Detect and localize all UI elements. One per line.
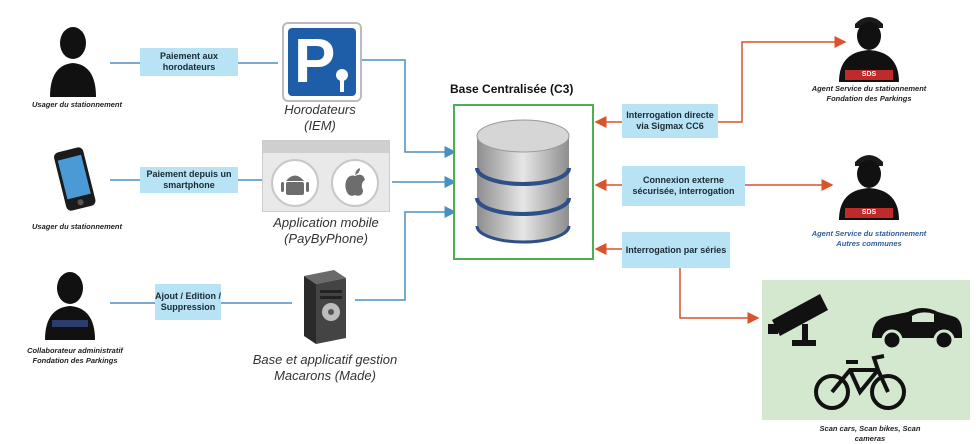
bike-icon: [814, 354, 906, 410]
car-icon: [872, 308, 962, 351]
central-db-box: [453, 104, 594, 260]
apple-icon: [331, 159, 379, 207]
agent2-caption: Agent Service du stationnement Autres co…: [811, 229, 927, 248]
admin-silhouette-icon: [45, 272, 95, 340]
agent2-badge: SDS: [861, 209, 877, 216]
agent1-badge: SDS: [861, 71, 877, 78]
agent2-silhouette-icon: [839, 155, 899, 220]
android-icon: [271, 159, 319, 207]
label-direct-query: Interrogation directe via Sigmax CC6: [622, 104, 718, 138]
user3-caption: Collaborateur administratif Fondation de…: [27, 346, 123, 365]
database-icon: [475, 119, 571, 244]
scan-illustrations: [768, 294, 962, 410]
edge-direct-agent1: [718, 36, 847, 123]
parking-letter: P: [294, 27, 336, 96]
user-silhouette-icon: [50, 27, 96, 97]
agent1-caption: Agent Service du stationnement Fondation…: [811, 84, 927, 103]
label-pay-meters: Paiement aux horodateurs: [140, 48, 238, 76]
label-series: Interrogation par séries: [622, 232, 730, 268]
scan-caption: Scan cars, Scan bikes, Scan cameras: [819, 424, 921, 443]
scan-panel: [762, 280, 970, 420]
meters-caption: Horodateurs (IEM): [284, 102, 356, 133]
edge-series-scan: [679, 268, 760, 324]
user1-caption: Usager du stationnement: [31, 100, 122, 109]
label-pay-smartphone: Paiement depuis un smartphone: [140, 167, 238, 193]
label-edit: Ajout / Edition / Suppression: [155, 284, 221, 320]
meter-icon: [336, 69, 348, 92]
smartphone-icon: [54, 147, 96, 211]
label-external: Connexion externe sécurisée, interrogati…: [622, 166, 745, 206]
camera-icon: [768, 294, 828, 346]
parking-sign-icon: P: [282, 22, 362, 102]
mobile-app-panel: [262, 140, 390, 212]
server-caption: Base et applicatif gestion Macarons (Mad…: [252, 352, 398, 383]
agent1-silhouette-icon: [839, 17, 899, 82]
edge-meters-db: [360, 59, 457, 158]
app-caption: Application mobile (PayByPhone): [273, 215, 379, 246]
server-icon: [304, 270, 346, 344]
edge-server-db: [355, 206, 457, 301]
central-title: Base Centralisée (C3): [450, 82, 574, 96]
user2-caption: Usager du stationnement: [31, 222, 122, 231]
